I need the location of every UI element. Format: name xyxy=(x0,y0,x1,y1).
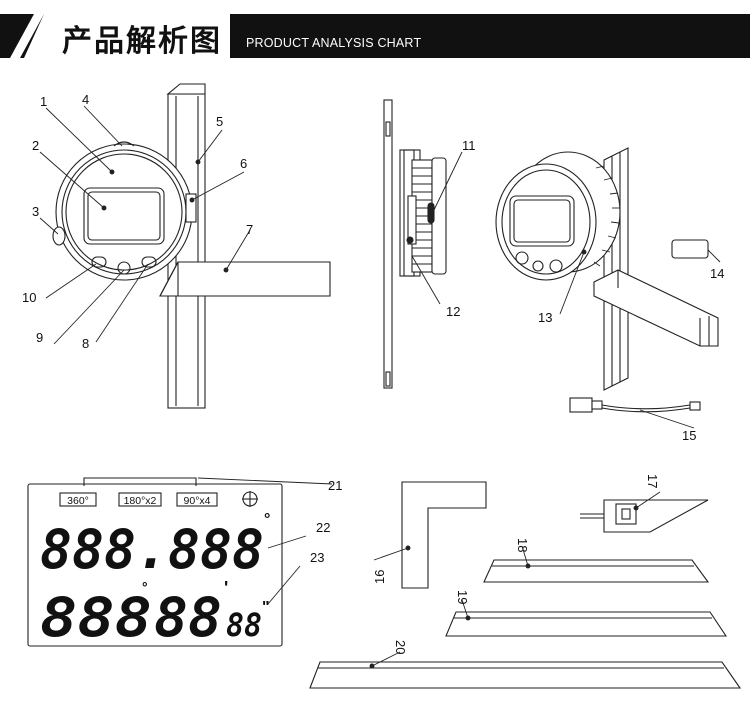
perspective-view xyxy=(495,147,719,413)
callout-1: 1 xyxy=(40,94,47,109)
callout-11: 11 xyxy=(462,138,476,153)
callout-20: 20 xyxy=(393,640,408,654)
lcd-mode-360-box xyxy=(59,492,97,507)
callout-17: 17 xyxy=(645,474,660,488)
front-lcd-screen xyxy=(83,187,165,245)
lcd-mode-180: 180°x2 xyxy=(124,495,157,507)
callout-21: 21 xyxy=(328,478,342,493)
knife-edge-ruler xyxy=(580,499,709,533)
callout-23: 23 xyxy=(310,550,324,565)
lcd-sec-mark: " xyxy=(262,599,270,616)
callout-16: 16 xyxy=(372,570,387,584)
callout-4: 4 xyxy=(82,92,89,107)
lcd-mode-90: 90°x4 xyxy=(184,495,211,507)
lcd-bottom-min: 88 xyxy=(154,586,222,649)
callout-10: 10 xyxy=(22,290,36,305)
front-view xyxy=(52,83,331,409)
ruler-18 xyxy=(483,559,710,583)
callout-18: 18 xyxy=(515,538,530,552)
side-usb-port xyxy=(427,202,435,224)
persp-lcd-screen xyxy=(509,195,575,247)
callout-15: 15 xyxy=(682,428,696,443)
accessory-parts xyxy=(309,481,742,689)
callout-8: 8 xyxy=(82,336,89,351)
leader-lines xyxy=(39,105,721,669)
lcd-text: 360° 180°x2 90°x4 888.888 ° 888 ° 88 ' 8… xyxy=(40,495,270,649)
header-bar xyxy=(0,14,750,58)
callout-7: 7 xyxy=(246,222,253,237)
lcd-bottom-deg: 888 xyxy=(40,586,152,649)
page-title: 产品解析图 xyxy=(62,24,222,59)
side-blade xyxy=(383,99,393,389)
callout-2: 2 xyxy=(32,138,39,153)
callout-numbers: 1 2 3 4 5 6 7 8 9 10 11 12 13 14 15 16 1… xyxy=(22,92,724,654)
callout-9: 9 xyxy=(36,330,43,345)
callout-6: 6 xyxy=(240,156,247,171)
callout-13: 13 xyxy=(538,310,552,325)
battery-cover-part xyxy=(671,239,709,259)
lcd-mode-360: 360° xyxy=(67,495,89,507)
callout-19: 19 xyxy=(455,590,470,604)
front-button-middle xyxy=(117,261,131,275)
front-button-right xyxy=(141,256,157,268)
callout-12: 12 xyxy=(446,304,460,319)
ruler-20 xyxy=(309,661,742,689)
lcd-mode-180-box xyxy=(118,492,162,507)
front-button-left xyxy=(91,256,107,268)
ruler-19 xyxy=(445,611,728,637)
callout-5: 5 xyxy=(216,114,223,129)
side-view xyxy=(383,99,447,389)
lcd-bottom-sec: 88 xyxy=(226,606,262,644)
lcd-top-digits: 888.888 xyxy=(40,518,264,581)
lcd-outline xyxy=(27,483,283,647)
lcd-min-mark: ' xyxy=(224,578,228,598)
callout-14: 14 xyxy=(710,266,724,281)
callout-3: 3 xyxy=(32,204,39,219)
callout-22: 22 xyxy=(316,520,330,535)
usb-cable xyxy=(569,397,701,413)
header-title-plate xyxy=(24,14,230,58)
front-horizontal-ruler xyxy=(159,261,331,297)
lcd-deg-mark: ° xyxy=(142,579,148,595)
header-slash-accent xyxy=(10,14,44,58)
front-side-knob xyxy=(52,226,66,246)
page-subtitle: PRODUCT ANALYSIS CHART xyxy=(246,36,422,50)
l-square xyxy=(401,481,487,589)
lcd-top-unit: ° xyxy=(264,511,270,528)
lcd-mode-90-box xyxy=(176,492,218,507)
lcd-panel xyxy=(27,477,283,647)
